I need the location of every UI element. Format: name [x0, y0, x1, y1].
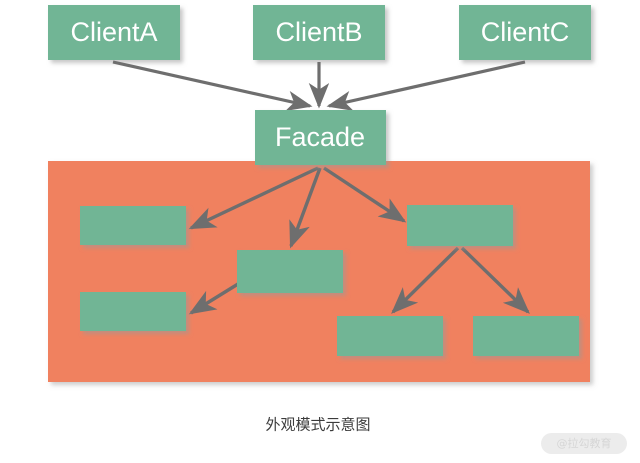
subsystem-6-box[interactable] [473, 316, 579, 356]
node-facade[interactable]: Facade [255, 110, 386, 165]
clientC-box[interactable] [459, 5, 591, 60]
subsystem-2-box[interactable] [80, 292, 186, 331]
arrow-clientA-facade [112, 60, 313, 111]
clientB-label: ClientB [275, 17, 362, 47]
clientA-box[interactable] [48, 5, 180, 60]
clientA-label: ClientA [70, 17, 157, 47]
node-subsystem-1[interactable] [80, 206, 186, 245]
subsystem-3-box[interactable] [237, 250, 343, 293]
arrow-facade-subsystem3 [289, 167, 322, 249]
node-subsystem-3[interactable] [237, 250, 343, 293]
node-subsystem-2[interactable] [80, 292, 186, 331]
node-clientA[interactable]: ClientA [48, 5, 180, 60]
subsystem-1-box[interactable] [80, 206, 186, 245]
watermark: @拉勾教育 [541, 433, 627, 454]
diagram-caption: 外观模式示意图 [265, 416, 370, 434]
subsystem-5-box[interactable] [337, 316, 443, 356]
arrow-subsystem4-subsystem6 [460, 246, 530, 314]
node-subsystem-4[interactable] [407, 205, 513, 246]
clientC-label: ClientC [481, 17, 570, 47]
node-clientC[interactable]: ClientC [459, 5, 591, 60]
arrow-subsystem3-subsystem2 [188, 282, 239, 315]
arrow-facade-subsystem1 [188, 166, 319, 230]
arrow-clientC-facade [326, 60, 526, 111]
arrow-facade-subsystem4 [323, 166, 407, 223]
facade-box[interactable] [255, 110, 386, 165]
facade-label: Facade [275, 122, 365, 152]
node-subsystem-5[interactable] [337, 316, 443, 356]
watermark-label: @拉勾教育 [557, 436, 612, 450]
node-subsystem-6[interactable] [473, 316, 579, 356]
arrow-subsystem4-subsystem5 [391, 246, 460, 314]
node-clientB[interactable]: ClientB [253, 5, 385, 60]
watermark-pill [541, 433, 627, 454]
subsystem-4-box[interactable] [407, 205, 513, 246]
clientB-box[interactable] [253, 5, 385, 60]
